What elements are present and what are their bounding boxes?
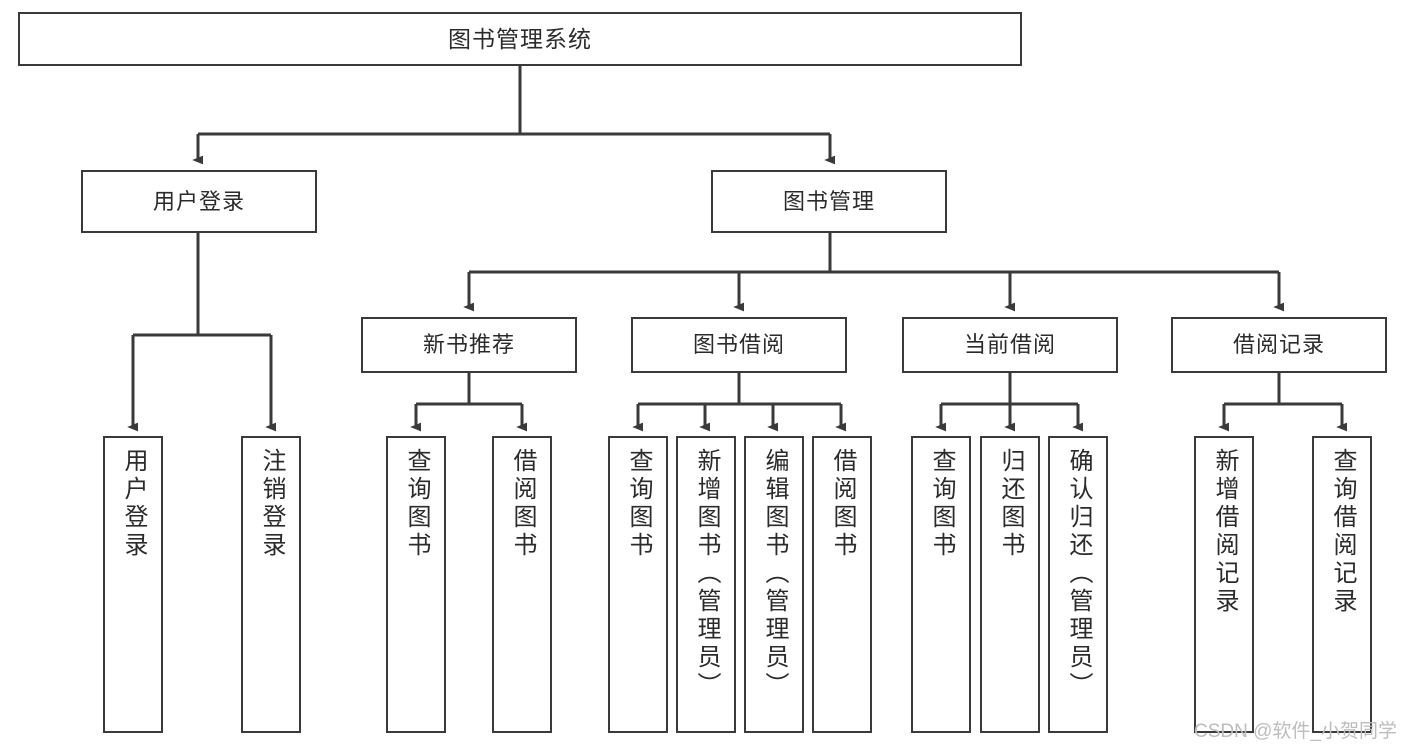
leaf-current-confirm-return-admin[interactable]: 确认归还（管理员）: [1048, 436, 1108, 733]
node-new-book-recommend[interactable]: 新书推荐: [361, 317, 577, 373]
node-label: 用户登录: [152, 188, 245, 214]
node-user-login[interactable]: 用户登录: [81, 170, 317, 233]
node-label: 图书管理: [782, 188, 875, 214]
node-root-system[interactable]: 图书管理系统: [18, 12, 1022, 66]
node-label: 查询图书: [625, 448, 652, 560]
node-label: 借阅图书: [509, 448, 536, 560]
node-label: 编辑图书（管理员）: [761, 448, 788, 700]
node-label: 借阅图书: [829, 448, 856, 560]
node-label: 注销登录: [258, 448, 285, 560]
leaf-borrow-edit-book-admin[interactable]: 编辑图书（管理员）: [744, 436, 804, 733]
leaf-records-add-record[interactable]: 新增借阅记录: [1194, 436, 1254, 733]
leaf-recommend-query-book[interactable]: 查询图书: [386, 436, 446, 733]
node-label: 新增图书（管理员）: [693, 448, 720, 700]
node-book-management[interactable]: 图书管理: [711, 170, 947, 233]
leaf-current-return-book[interactable]: 归还图书: [980, 436, 1040, 733]
node-label: 新书推荐: [422, 332, 515, 358]
node-label: 借阅记录: [1232, 332, 1325, 358]
node-borrow-records[interactable]: 借阅记录: [1171, 317, 1387, 373]
leaf-recommend-borrow-book[interactable]: 借阅图书: [492, 436, 552, 733]
node-label: 当前借阅: [963, 332, 1056, 358]
node-label: 确认归还（管理员）: [1065, 448, 1092, 700]
node-label: 用户登录: [120, 448, 147, 560]
leaf-user-logout[interactable]: 注销登录: [241, 436, 301, 733]
node-current-borrow[interactable]: 当前借阅: [902, 317, 1118, 373]
leaf-user-login[interactable]: 用户登录: [103, 436, 163, 733]
node-label: 图书借阅: [692, 332, 785, 358]
node-label: 查询图书: [928, 448, 955, 560]
node-label: 归还图书: [997, 448, 1024, 560]
node-book-borrow[interactable]: 图书借阅: [631, 317, 847, 373]
node-label: 查询图书: [403, 448, 430, 560]
leaf-borrow-add-book-admin[interactable]: 新增图书（管理员）: [676, 436, 736, 733]
leaf-borrow-borrow-book[interactable]: 借阅图书: [812, 436, 872, 733]
node-label: 图书管理系统: [448, 25, 592, 52]
leaf-current-query-book[interactable]: 查询图书: [911, 436, 971, 733]
leaf-records-query-record[interactable]: 查询借阅记录: [1312, 436, 1372, 733]
leaf-borrow-query-book[interactable]: 查询图书: [608, 436, 668, 733]
node-label: 新增借阅记录: [1211, 448, 1238, 616]
node-label: 查询借阅记录: [1329, 448, 1356, 616]
